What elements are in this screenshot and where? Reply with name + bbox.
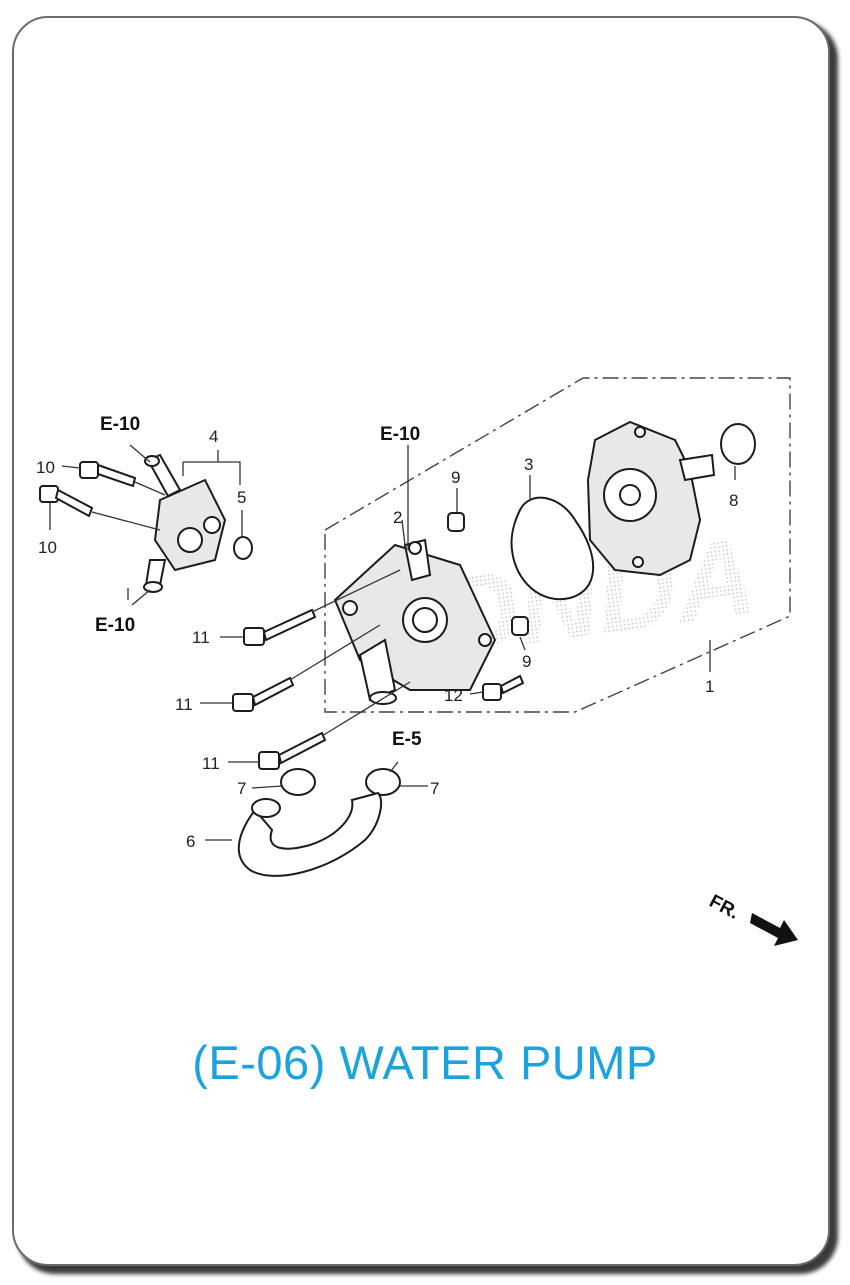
label-part-9-upper: 9 — [451, 468, 460, 487]
label-part-12: 12 — [444, 686, 463, 705]
label-part-3: 3 — [524, 455, 533, 474]
gasket-3 — [510, 496, 595, 601]
o-ring-8 — [720, 423, 756, 465]
label-part-4: 4 — [209, 427, 218, 446]
label-part-10-lower: 10 — [38, 538, 57, 557]
o-ring-5 — [233, 536, 253, 560]
ref-e10-upper-left: E-10 — [100, 414, 140, 435]
label-part-6: 6 — [186, 832, 195, 851]
bolt-10-upper — [79, 461, 137, 488]
diagram-title: (E-06) WATER PUMP — [192, 1036, 658, 1089]
hose-clamp-7-right — [365, 768, 401, 796]
ref-e10-cover: E-10 — [380, 424, 420, 445]
label-part-7-right: 7 — [430, 779, 439, 798]
label-part-1: 1 — [705, 677, 714, 696]
hose-clamp-7-left — [280, 768, 316, 796]
dowel-pin-9-lower — [511, 616, 529, 636]
dowel-pin-9-upper — [447, 512, 465, 532]
label-part-11-upper: 11 — [192, 628, 210, 647]
label-part-2: 2 — [393, 508, 402, 527]
label-part-8: 8 — [729, 491, 738, 510]
label-part-11-lower: 11 — [202, 754, 220, 773]
ref-e10-lower-left: E-10 — [95, 615, 135, 636]
bolt-11-lower — [258, 731, 327, 770]
label-part-7-left: 7 — [237, 779, 246, 798]
front-arrow-icon — [750, 913, 798, 946]
joint-housing — [143, 453, 227, 593]
bolt-11-upper — [243, 608, 317, 646]
bolt-10-lower — [39, 485, 94, 518]
label-part-11-middle: 11 — [175, 695, 193, 714]
front-label: FR. — [706, 891, 743, 924]
bolt-12 — [482, 674, 525, 701]
label-part-5: 5 — [237, 488, 246, 507]
leader-lines — [49, 444, 736, 841]
ref-e5: E-5 — [392, 729, 422, 750]
water-hose-6 — [237, 791, 383, 877]
pump-body — [586, 420, 716, 577]
bolt-11-middle — [232, 676, 295, 712]
label-part-10-upper: 10 — [36, 458, 55, 477]
assembly-boundary — [324, 377, 791, 713]
front-direction-indicator: FR. — [706, 891, 798, 946]
label-part-9-lower: 9 — [522, 652, 531, 671]
